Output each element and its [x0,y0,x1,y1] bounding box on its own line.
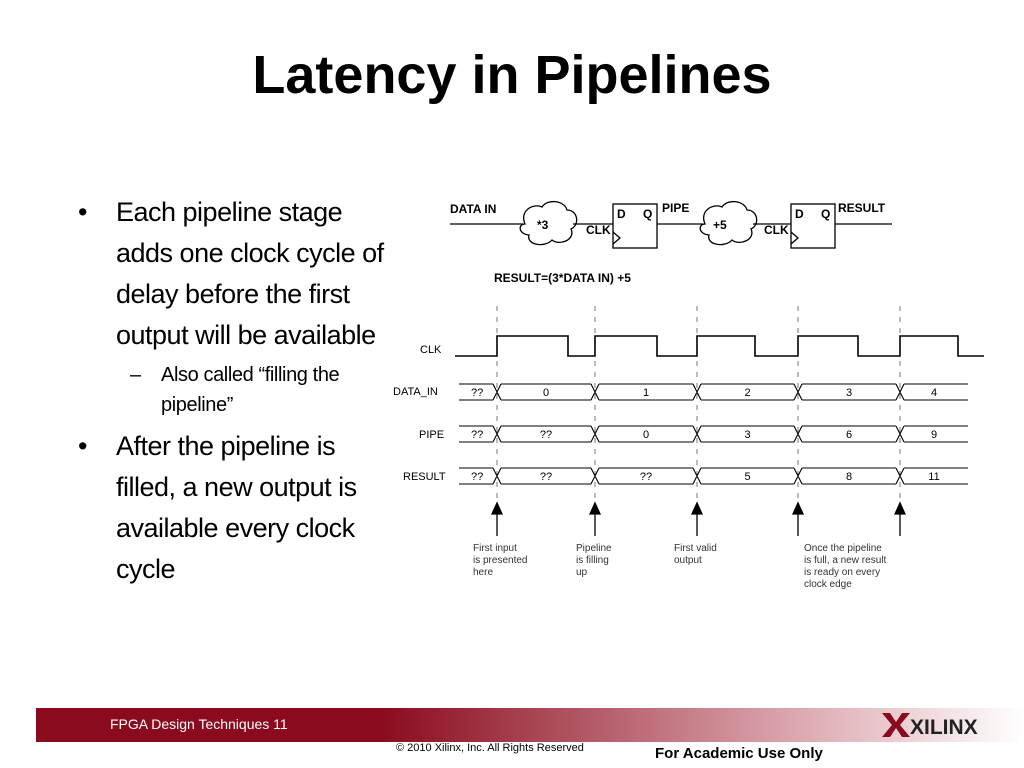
q-label-1: Q [643,207,652,221]
annotation-first-input: First input is presented here [473,543,530,578]
data-in-value: 3 [846,387,852,399]
annotation-pipeline-filling: Pipeline is filling up [576,543,614,578]
signal-label-clk: CLK [420,344,442,356]
pipe-value: ?? [471,429,483,441]
clk-label-2: CLK [764,223,789,237]
result-value: 11 [928,471,939,483]
pipe-value: 9 [931,429,937,441]
pipe-value: 6 [846,429,852,441]
slide-title: Latency in Pipelines [252,45,772,105]
signal-label-data-in: DATA_IN [393,386,438,398]
edge-markers [496,306,901,498]
bullet-text: After the pipeline is filled, a new outp… [116,431,357,584]
add-cloud-shape [699,200,758,246]
copyright-text: © 2010 Xilinx, Inc. All Rights Reserved [396,742,584,754]
result-waveform [459,467,968,485]
add-label: +5 [713,218,727,232]
result-value: 8 [846,471,852,483]
data-in-value: 4 [931,387,937,399]
data-in-waveform [459,383,968,401]
equation-label: RESULT=(3*DATA IN) +5 [494,271,631,285]
academic-use-text: For Academic Use Only [655,745,823,762]
register-2 [790,203,836,249]
svg-text:XILINX: XILINX [910,716,978,739]
clk-label-1: CLK [586,223,611,237]
pipe-value: 0 [643,429,649,441]
bullet-icon: • [78,431,87,461]
xilinx-logo: XILINX [882,713,978,739]
block-diagram [450,200,892,249]
footer-bar [36,708,1024,742]
result-value: ?? [640,471,652,483]
d-label-2: D [795,207,804,221]
multiply-cloud-shape [519,200,578,246]
pipe-label: PIPE [662,201,689,215]
result-label: RESULT [838,201,886,215]
result-value: ?? [471,471,483,483]
data-in-label: DATA IN [450,202,496,216]
signal-label-result: RESULT [403,471,446,483]
arrows [490,501,907,536]
pipe-value: ?? [540,429,552,441]
result-value: ?? [540,471,552,483]
bus-waveforms: ?? 0 1 2 3 4???? 0 3 6 9?????? 5 8 11 [459,383,968,485]
bullet-item: • Each pipeline stage adds one clock cyc… [78,192,398,356]
bullet-text: Each pipeline stage adds one clock cycle… [116,197,384,350]
q-label-2: Q [821,207,830,221]
dash-icon: – [130,364,141,386]
data-in-value: ?? [471,387,483,399]
signal-label-pipe: PIPE [419,429,444,441]
bullet-list: • Each pipeline stage adds one clock cyc… [78,192,398,590]
bullet-icon: • [78,197,87,227]
multiply-label: *3 [537,218,549,232]
clk-waveform [455,335,984,357]
data-in-value: 1 [643,387,649,399]
footer-label: FPGA Design Techniques 11 [110,716,288,732]
data-in-value: 0 [543,387,549,399]
data-in-value: 2 [744,387,750,399]
sub-bullet-item: – Also called “filling the pipeline” [78,360,398,420]
register-1 [612,203,658,249]
annotation-pipeline-full: Once the pipeline is full, a new result … [804,543,889,590]
sub-bullet-text: Also called “filling the pipeline” [161,364,340,416]
pipe-waveform [459,425,968,443]
pipe-value: 3 [744,429,750,441]
bullet-item: • After the pipeline is filled, a new ou… [78,426,398,590]
d-label-1: D [617,207,626,221]
annotation-first-valid: First valid output [674,543,720,566]
result-value: 5 [744,471,750,483]
